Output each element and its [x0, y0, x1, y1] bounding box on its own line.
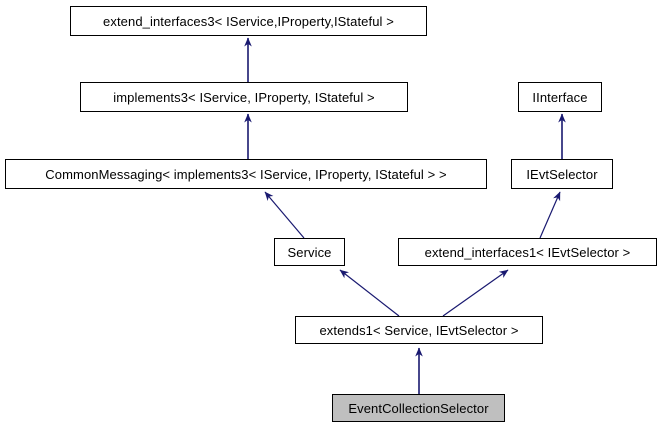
- edge-extends1-to-service: [339, 269, 400, 317]
- class-box-eventcollectionselector[interactable]: EventCollectionSelector: [332, 394, 505, 422]
- edge-extend_interfaces1-to-ievtselector: [539, 191, 561, 239]
- class-box-label: EventCollectionSelector: [348, 400, 489, 416]
- edge-extends1-to-extend_interfaces1: [442, 269, 509, 317]
- class-box-service[interactable]: Service: [274, 238, 345, 266]
- class-box-extend-interfaces1[interactable]: extend_interfaces1< IEvtSelector >: [398, 238, 657, 266]
- class-box-ievtselector[interactable]: IEvtSelector: [511, 159, 613, 189]
- class-box-label: extend_interfaces1< IEvtSelector >: [424, 244, 631, 260]
- class-box-iinterface[interactable]: IInterface: [518, 82, 602, 112]
- class-box-label: extends1< Service, IEvtSelector >: [319, 322, 519, 338]
- class-box-extends1[interactable]: extends1< Service, IEvtSelector >: [295, 316, 543, 344]
- class-box-label: extend_interfaces3< IService,IProperty,I…: [103, 13, 394, 29]
- class-box-label: implements3< IService, IProperty, IState…: [113, 89, 375, 105]
- class-box-commonmessaging[interactable]: CommonMessaging< implements3< IService, …: [5, 159, 487, 189]
- class-box-label: Service: [287, 244, 332, 260]
- class-box-label: IEvtSelector: [526, 166, 598, 182]
- class-box-label: IInterface: [532, 89, 588, 105]
- class-box-label: CommonMessaging< implements3< IService, …: [45, 166, 447, 182]
- class-box-extend-interfaces3[interactable]: extend_interfaces3< IService,IProperty,I…: [70, 6, 427, 36]
- edge-service-to-commonmessaging: [264, 191, 305, 239]
- class-box-implements3[interactable]: implements3< IService, IProperty, IState…: [80, 82, 408, 112]
